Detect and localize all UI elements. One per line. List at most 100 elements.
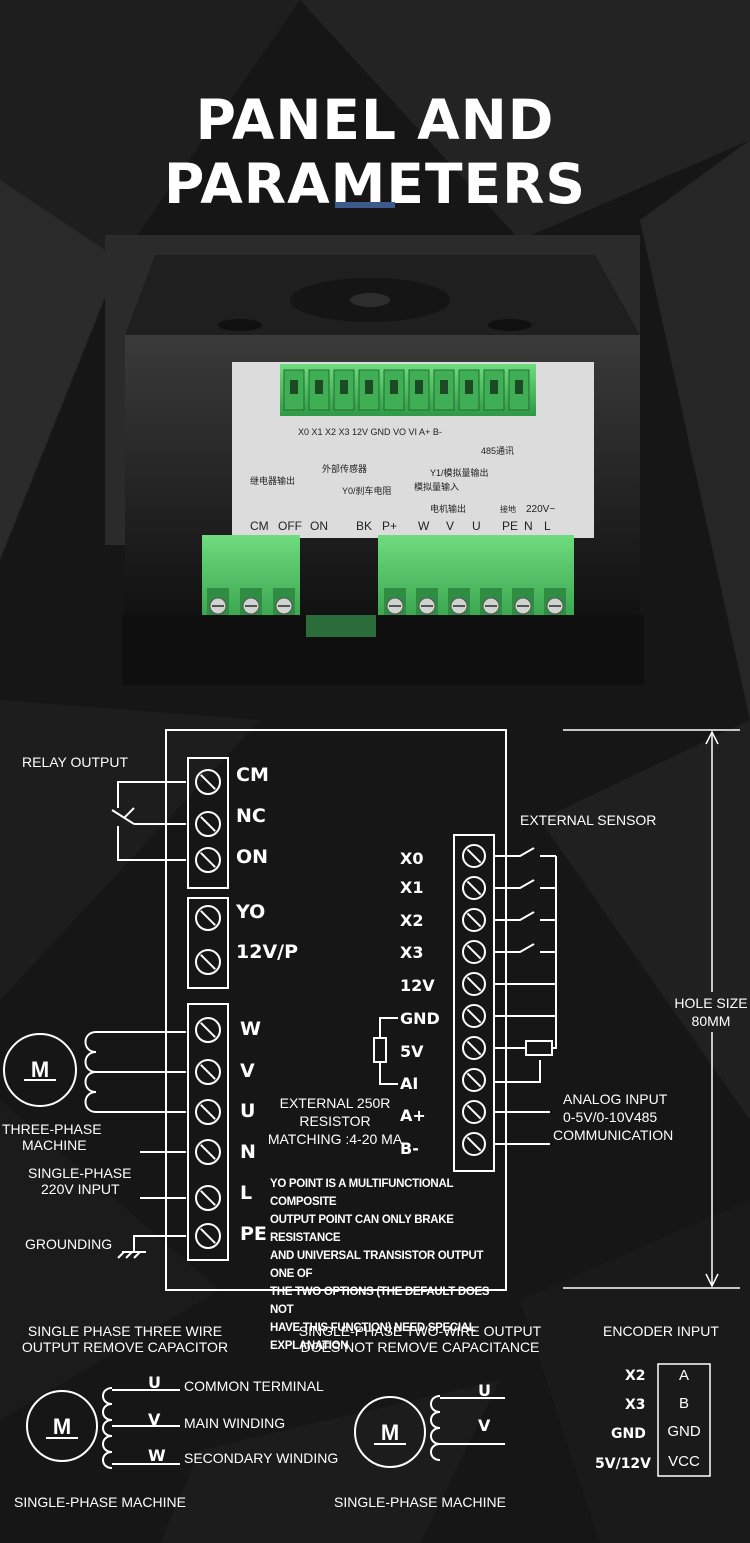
terminal-screw-icon [195, 1185, 221, 1211]
note-line: AND UNIVERSAL TRANSISTOR OUTPUT ONE OF [270, 1250, 484, 1280]
hole-size-label: HOLE SIZE [674, 995, 748, 1011]
term-12v: 12V [400, 976, 435, 995]
term-pe: PE [240, 1223, 267, 1245]
three-wire-title-1: SINGLE PHASE THREE WIRE [27, 1323, 223, 1339]
terminal-screw-icon [462, 876, 486, 900]
hole-size-value: 80MM [691, 1013, 731, 1029]
two-wire-v: V [478, 1416, 491, 1435]
single-phase-machine-label-1: SINGLE-PHASE MACHINE [14, 1494, 186, 1510]
y0-note: YO POINT IS A MULTIFUNCTIONAL COMPOSITE … [270, 1175, 505, 1355]
page-title: PANEL AND PARAMETERS [163, 88, 587, 216]
single-phase-label: SINGLE-PHASE [28, 1165, 132, 1181]
term-a-plus: A+ [400, 1106, 426, 1125]
term-l: L [240, 1182, 253, 1204]
terminal-screw-icon [462, 972, 486, 996]
note-line: HAVE THIS FUNCTION) NEED SPECIAL [270, 1322, 476, 1334]
terminal-screw-icon [462, 844, 486, 868]
term-yo: YO [236, 901, 266, 923]
analog-range-label: 0-5V/0-10V485 [563, 1109, 658, 1125]
term-w: W [240, 1018, 261, 1040]
terminal-screw-icon [462, 1004, 486, 1028]
resistor-label-1: EXTERNAL 250R [279, 1095, 391, 1111]
sticker-sensor-label: 外部传感器 [322, 463, 367, 474]
note-line: THE TWO OPTIONS (THE DEFAULT DOES NOT [270, 1286, 490, 1316]
note-line: YO POINT IS A MULTIFUNCTIONAL COMPOSITE [270, 1178, 453, 1208]
sticker-bottom-terminal: U [472, 519, 481, 533]
sticker-bottom-terminal: N [524, 519, 533, 533]
two-wire-u: U [478, 1381, 491, 1400]
sticker-bottom-terminal: W [418, 519, 430, 533]
term-n: N [240, 1141, 256, 1163]
terminal-screw-icon [462, 1036, 486, 1060]
terminal-screw-icon [195, 949, 221, 975]
resistor-label-2: RESISTOR [299, 1113, 371, 1129]
three-phase-label: THREE-PHASE [2, 1121, 102, 1137]
terminal-screw-icon [195, 1017, 221, 1043]
communication-label: COMMUNICATION [553, 1127, 674, 1143]
term-u: U [240, 1100, 256, 1122]
terminal-screw-icon [462, 1068, 486, 1092]
term-on: ON [236, 846, 269, 868]
term-b-minus: B- [400, 1139, 419, 1158]
terminal-screw-icon [195, 847, 221, 873]
terminal-screw-icon [195, 1139, 221, 1165]
sticker-bottom-terminal: P+ [382, 519, 397, 533]
grounding-label: GROUNDING [25, 1236, 113, 1252]
external-sensor-label: EXTERNAL SENSOR [520, 812, 657, 828]
two-wire-title-2: DOES NOT REMOVE CAPACITANCE [300, 1339, 540, 1355]
terminal-screw-icon [195, 1223, 221, 1249]
sticker-analog-in: 模拟量输入 [414, 481, 459, 492]
sticker-bottom-terminal: BK [356, 519, 372, 533]
terminal-screw-icon [195, 905, 221, 931]
terminal-screw-icon [462, 940, 486, 964]
term-v: V [240, 1060, 255, 1082]
bottom-diagrams: M M [26, 1363, 711, 1477]
term-cm: CM [236, 764, 269, 786]
winding-u: U [148, 1373, 161, 1392]
sticker-bottom-terminal: V [446, 519, 454, 533]
single-phase-machine-label-2: SINGLE-PHASE MACHINE [334, 1494, 506, 1510]
winding-v: V [148, 1410, 161, 1429]
encoder-b: B [678, 1395, 689, 1412]
term-x1: X1 [400, 878, 424, 897]
single-phase-motor-symbol-1: M [53, 1414, 71, 1439]
main-winding-label: MAIN WINDING [184, 1415, 286, 1431]
encoder-vcc: VCC [668, 1453, 700, 1470]
term-12vp: 12V/P [236, 941, 299, 963]
title-accent-bar [335, 202, 395, 208]
term-5v: 5V [400, 1042, 424, 1061]
winding-w: W [148, 1446, 166, 1465]
term-ai: AI [400, 1074, 419, 1093]
single-phase-motor-symbol-2: M [381, 1420, 399, 1445]
term-x0: X0 [400, 849, 424, 868]
term-x3: X3 [400, 943, 424, 962]
sticker-voltage: 220V~ [526, 504, 555, 515]
terminal-screw-icon [195, 769, 221, 795]
encoder-x3: X3 [625, 1397, 646, 1413]
sticker-bottom-terminal: OFF [278, 519, 302, 533]
term-x2: X2 [400, 911, 424, 930]
common-terminal-label: COMMON TERMINAL [184, 1378, 324, 1394]
note-line: OUTPUT POINT CAN ONLY BRAKE RESISTANCE [270, 1214, 454, 1244]
encoder-a: A [678, 1367, 689, 1384]
analog-input-label: ANALOG INPUT [563, 1091, 668, 1107]
three-phase-motor-symbol: M [31, 1057, 49, 1082]
encoder-gnd: GND [611, 1426, 646, 1442]
sticker-bottom-terminal: PE [502, 519, 518, 533]
sticker-motor-out: 电机输出 [430, 503, 466, 514]
encoder-5v12v: 5V/12V [595, 1456, 652, 1472]
sticker-bottom-terminal: CM [250, 519, 269, 533]
encoder-x2: X2 [625, 1368, 646, 1384]
term-gnd: GND [400, 1009, 440, 1028]
three-wire-title-2: OUTPUT REMOVE CAPACITOR [21, 1339, 229, 1355]
sticker-brake-label: Y0/刹车电阻 [342, 485, 392, 496]
terminal-screw-icon [462, 908, 486, 932]
terminal-screw-icon [195, 811, 221, 837]
term-nc: NC [236, 805, 266, 827]
terminal-screw-icon [462, 1132, 486, 1156]
single-phase-input-label: 220V INPUT [41, 1181, 120, 1197]
encoder-input-title: ENCODER INPUT [603, 1323, 719, 1339]
sticker-analog-out: Y1/模拟量输出 [430, 467, 489, 478]
sticker-comm-label: 485通讯 [481, 446, 514, 456]
encoder-gnd-pin: GND [667, 1423, 701, 1440]
